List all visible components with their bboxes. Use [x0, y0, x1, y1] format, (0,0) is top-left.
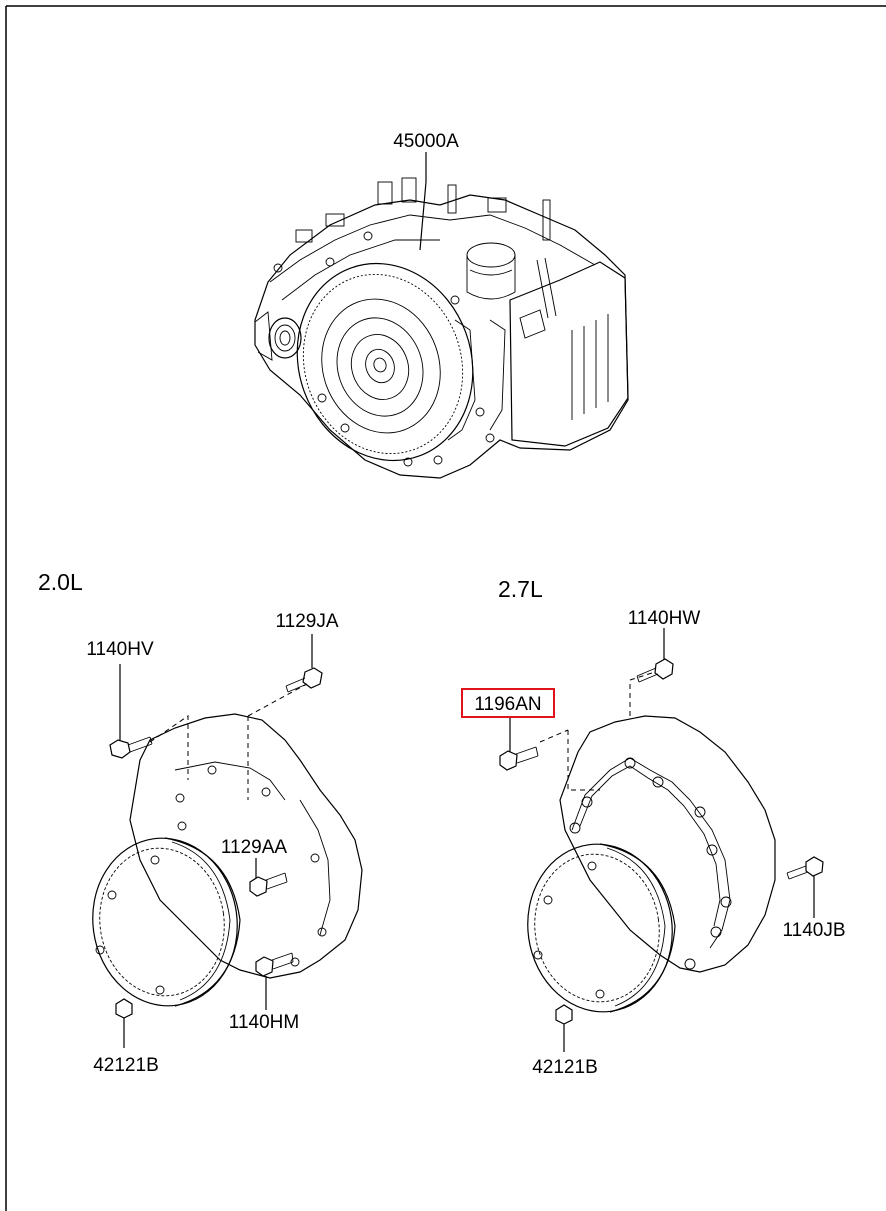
engine-label-2-7l: 2.7L: [498, 576, 543, 602]
part-label-42121B-2-0l[interactable]: 42121B: [93, 1055, 159, 1076]
part-label-1140HV[interactable]: 1140HV: [86, 639, 154, 660]
part-label-1196AN[interactable]: 1196AN: [474, 694, 541, 715]
transaxle-assembly-illustration: [254, 152, 629, 479]
bolt-1140jb: [786, 856, 824, 918]
bolt-1140hm: [255, 952, 294, 1010]
page-border: [5, 5, 886, 1211]
bolt-1129aa: [249, 858, 288, 897]
bolt-42121b-2-0l: [115, 998, 133, 1048]
transaxle-2-7l-illustration: [527, 671, 776, 1013]
part-label-1129AA[interactable]: 1129AA: [221, 837, 288, 858]
part-label-1129JA[interactable]: 1129JA: [275, 611, 338, 632]
highlight-box-1196AN: [461, 688, 555, 718]
part-label-1140HW[interactable]: 1140HW: [628, 608, 701, 629]
bolt-42121b-2-7l: [555, 1004, 573, 1052]
engine-label-2-0l: 2.0L: [38, 569, 83, 595]
bolt-1129ja: [285, 634, 323, 693]
bolt-1140hw: [636, 628, 674, 683]
part-label-42121B-2-7l[interactable]: 42121B: [532, 1057, 598, 1078]
part-label-1140JB[interactable]: 1140JB: [782, 920, 845, 941]
bolt-1196an: [499, 716, 539, 771]
transaxle-2-0l-illustration: [92, 677, 363, 1007]
part-label-45000A[interactable]: 45000A: [393, 131, 459, 152]
bolt-1140hv: [109, 664, 153, 759]
part-label-1140HM[interactable]: 1140HM: [229, 1012, 299, 1033]
